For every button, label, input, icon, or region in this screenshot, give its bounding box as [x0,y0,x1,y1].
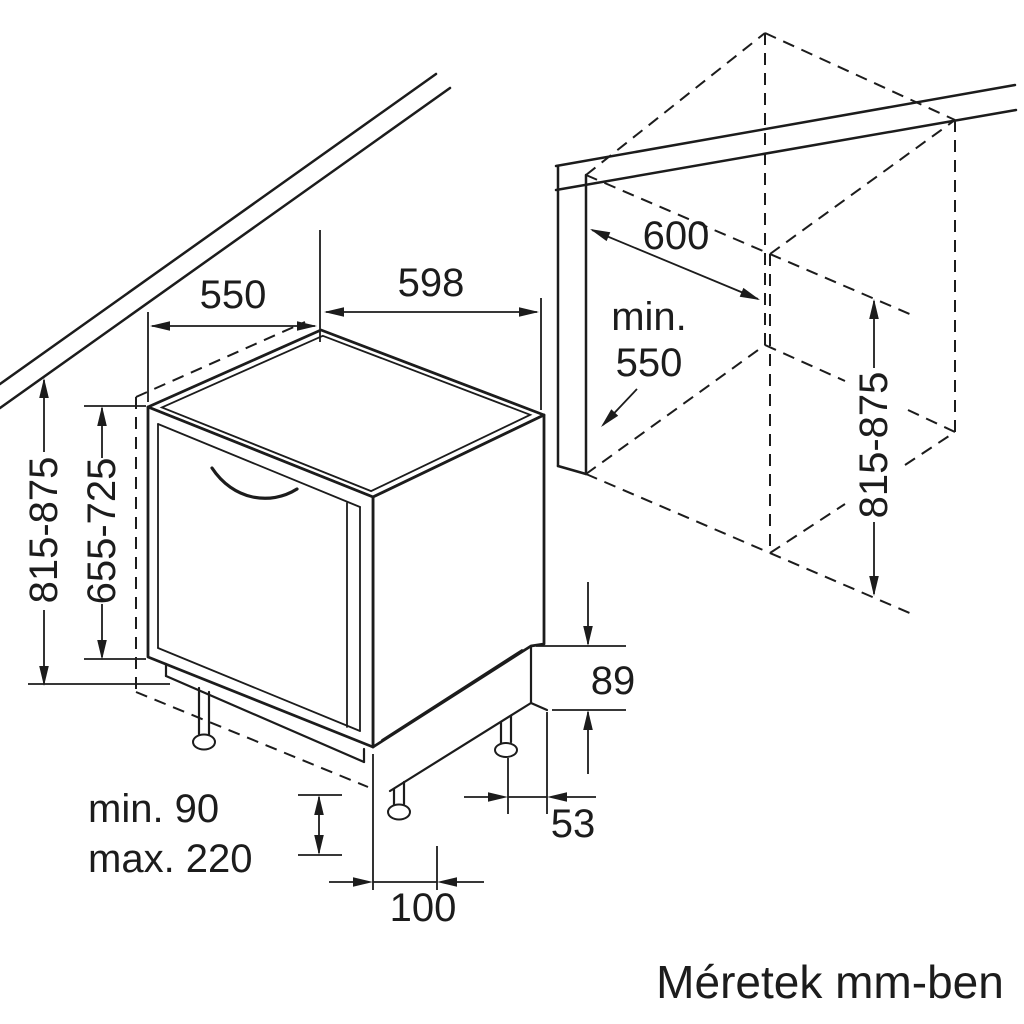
dim-niche-width-600: 600 [590,214,760,300]
appliance-door-face [146,405,375,749]
label-rear-step-height: 89 [591,659,636,703]
label-appliance-height: 815-875 [22,457,66,604]
label-niche-depth-value: 550 [616,341,683,385]
label-niche-width: 600 [643,214,710,258]
adjustable-foot-front-left [192,733,216,751]
caption-units: Méretek mm-ben [656,956,1004,1008]
niche-side-panel [556,165,588,476]
label-rear-step-depth: 53 [551,802,596,846]
appliance-top-face-inset [159,334,533,493]
adjustable-foot-rear [494,742,518,758]
label-plinth-min: min. 90 [88,787,219,831]
dim-base-100: 100 [329,754,484,930]
label-niche-height: 815-875 [852,372,896,519]
dim-width-598: 598 [324,261,542,410]
label-niche-depth-min: min. [611,295,687,339]
label-door-height: 655-725 [80,458,124,605]
label-plinth-max: max. 220 [88,837,253,881]
dim-door-height-655-725: 655-725 [80,405,146,660]
appliance-niche-outline-dashed [135,321,369,788]
dim-rear-89: 89 [536,582,635,774]
dim-rear-53: 53 [464,712,596,846]
dim-niche-height-815-875: 815-875 [852,299,896,596]
dim-height-815-875-left: 815-875 [22,378,170,686]
niche-box-dashed [585,32,956,615]
label-width-598: 598 [398,261,465,305]
dim-depth-550: 550 [147,230,321,402]
label-base-recess-depth: 100 [390,886,457,930]
label-depth-550: 550 [200,273,267,317]
appliance-base-and-feet [164,644,549,821]
dim-plinth-height: min. 90 max. 220 [88,787,342,881]
door-handle-icon [210,466,299,500]
worktop-lines [0,72,1018,410]
adjustable-foot-front-right [387,803,411,821]
dim-niche-depth-min-550: min. 550 [601,295,687,427]
appliance-body [146,328,546,749]
